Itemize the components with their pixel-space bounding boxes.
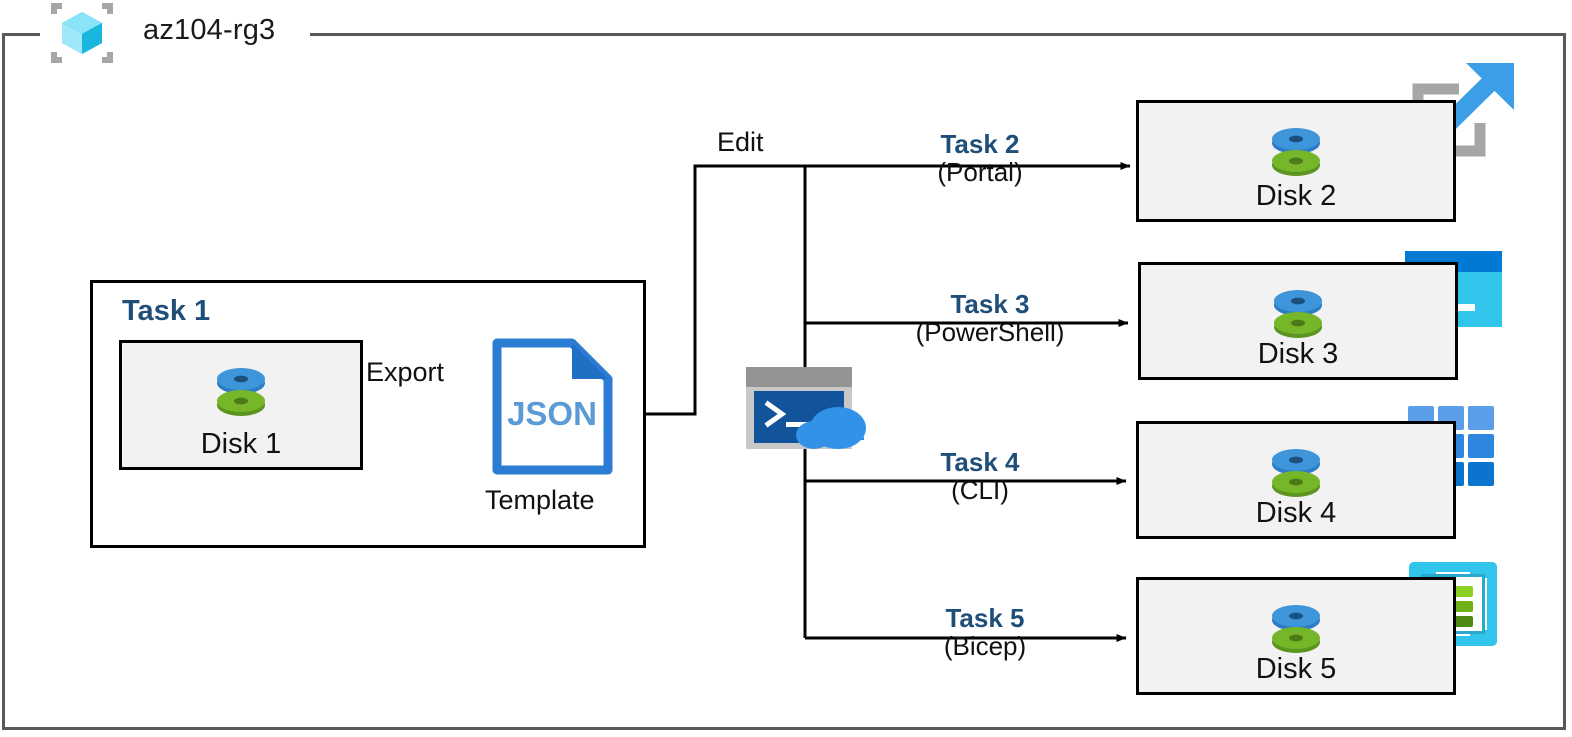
disk-icon [217,368,265,416]
disk5-label: Disk 5 [1255,653,1337,685]
disk1-box[interactable]: Disk 1 [119,340,363,470]
template-caption: Template [485,485,595,515]
disk1-label: Disk 1 [200,428,282,460]
disk4-label: Disk 4 [1255,497,1337,529]
edit-label: Edit [717,127,764,157]
task1-heading: Task 1 [122,295,211,327]
task4-method: (CLI) [951,475,1009,506]
task2-edge-label: Task 2 (Portal) [880,130,1080,186]
export-label: Export [366,357,445,387]
task5-label: Task 5 [945,603,1025,633]
disk2-label: Disk 2 [1255,180,1337,212]
task3-edge-label: Task 3 (PowerShell) [880,290,1100,346]
disk-icon [1272,128,1320,176]
disk-icon [1274,290,1322,338]
disk4-box[interactable]: Disk 4 [1136,421,1456,539]
task2-label: Task 2 [940,129,1020,159]
disk3-label: Disk 3 [1257,338,1339,370]
task2-method: (Portal) [937,157,1023,188]
task4-edge-label: Task 4 (CLI) [880,448,1080,504]
resource-group-frame [2,33,1566,730]
task4-label: Task 4 [940,447,1020,477]
task5-edge-label: Task 5 (Bicep) [880,604,1090,660]
azure-resource-group-icon [51,3,113,63]
disk-icon [1272,449,1320,497]
resource-group-title: az104-rg3 [143,14,276,46]
disk3-box[interactable]: Disk 3 [1138,262,1458,380]
disk2-box[interactable]: Disk 2 [1136,100,1456,222]
task3-method: (PowerShell) [915,317,1065,348]
task3-label: Task 3 [950,289,1030,319]
disk-icon [1272,605,1320,653]
disk5-box[interactable]: Disk 5 [1136,577,1456,695]
task5-method: (Bicep) [943,631,1027,662]
